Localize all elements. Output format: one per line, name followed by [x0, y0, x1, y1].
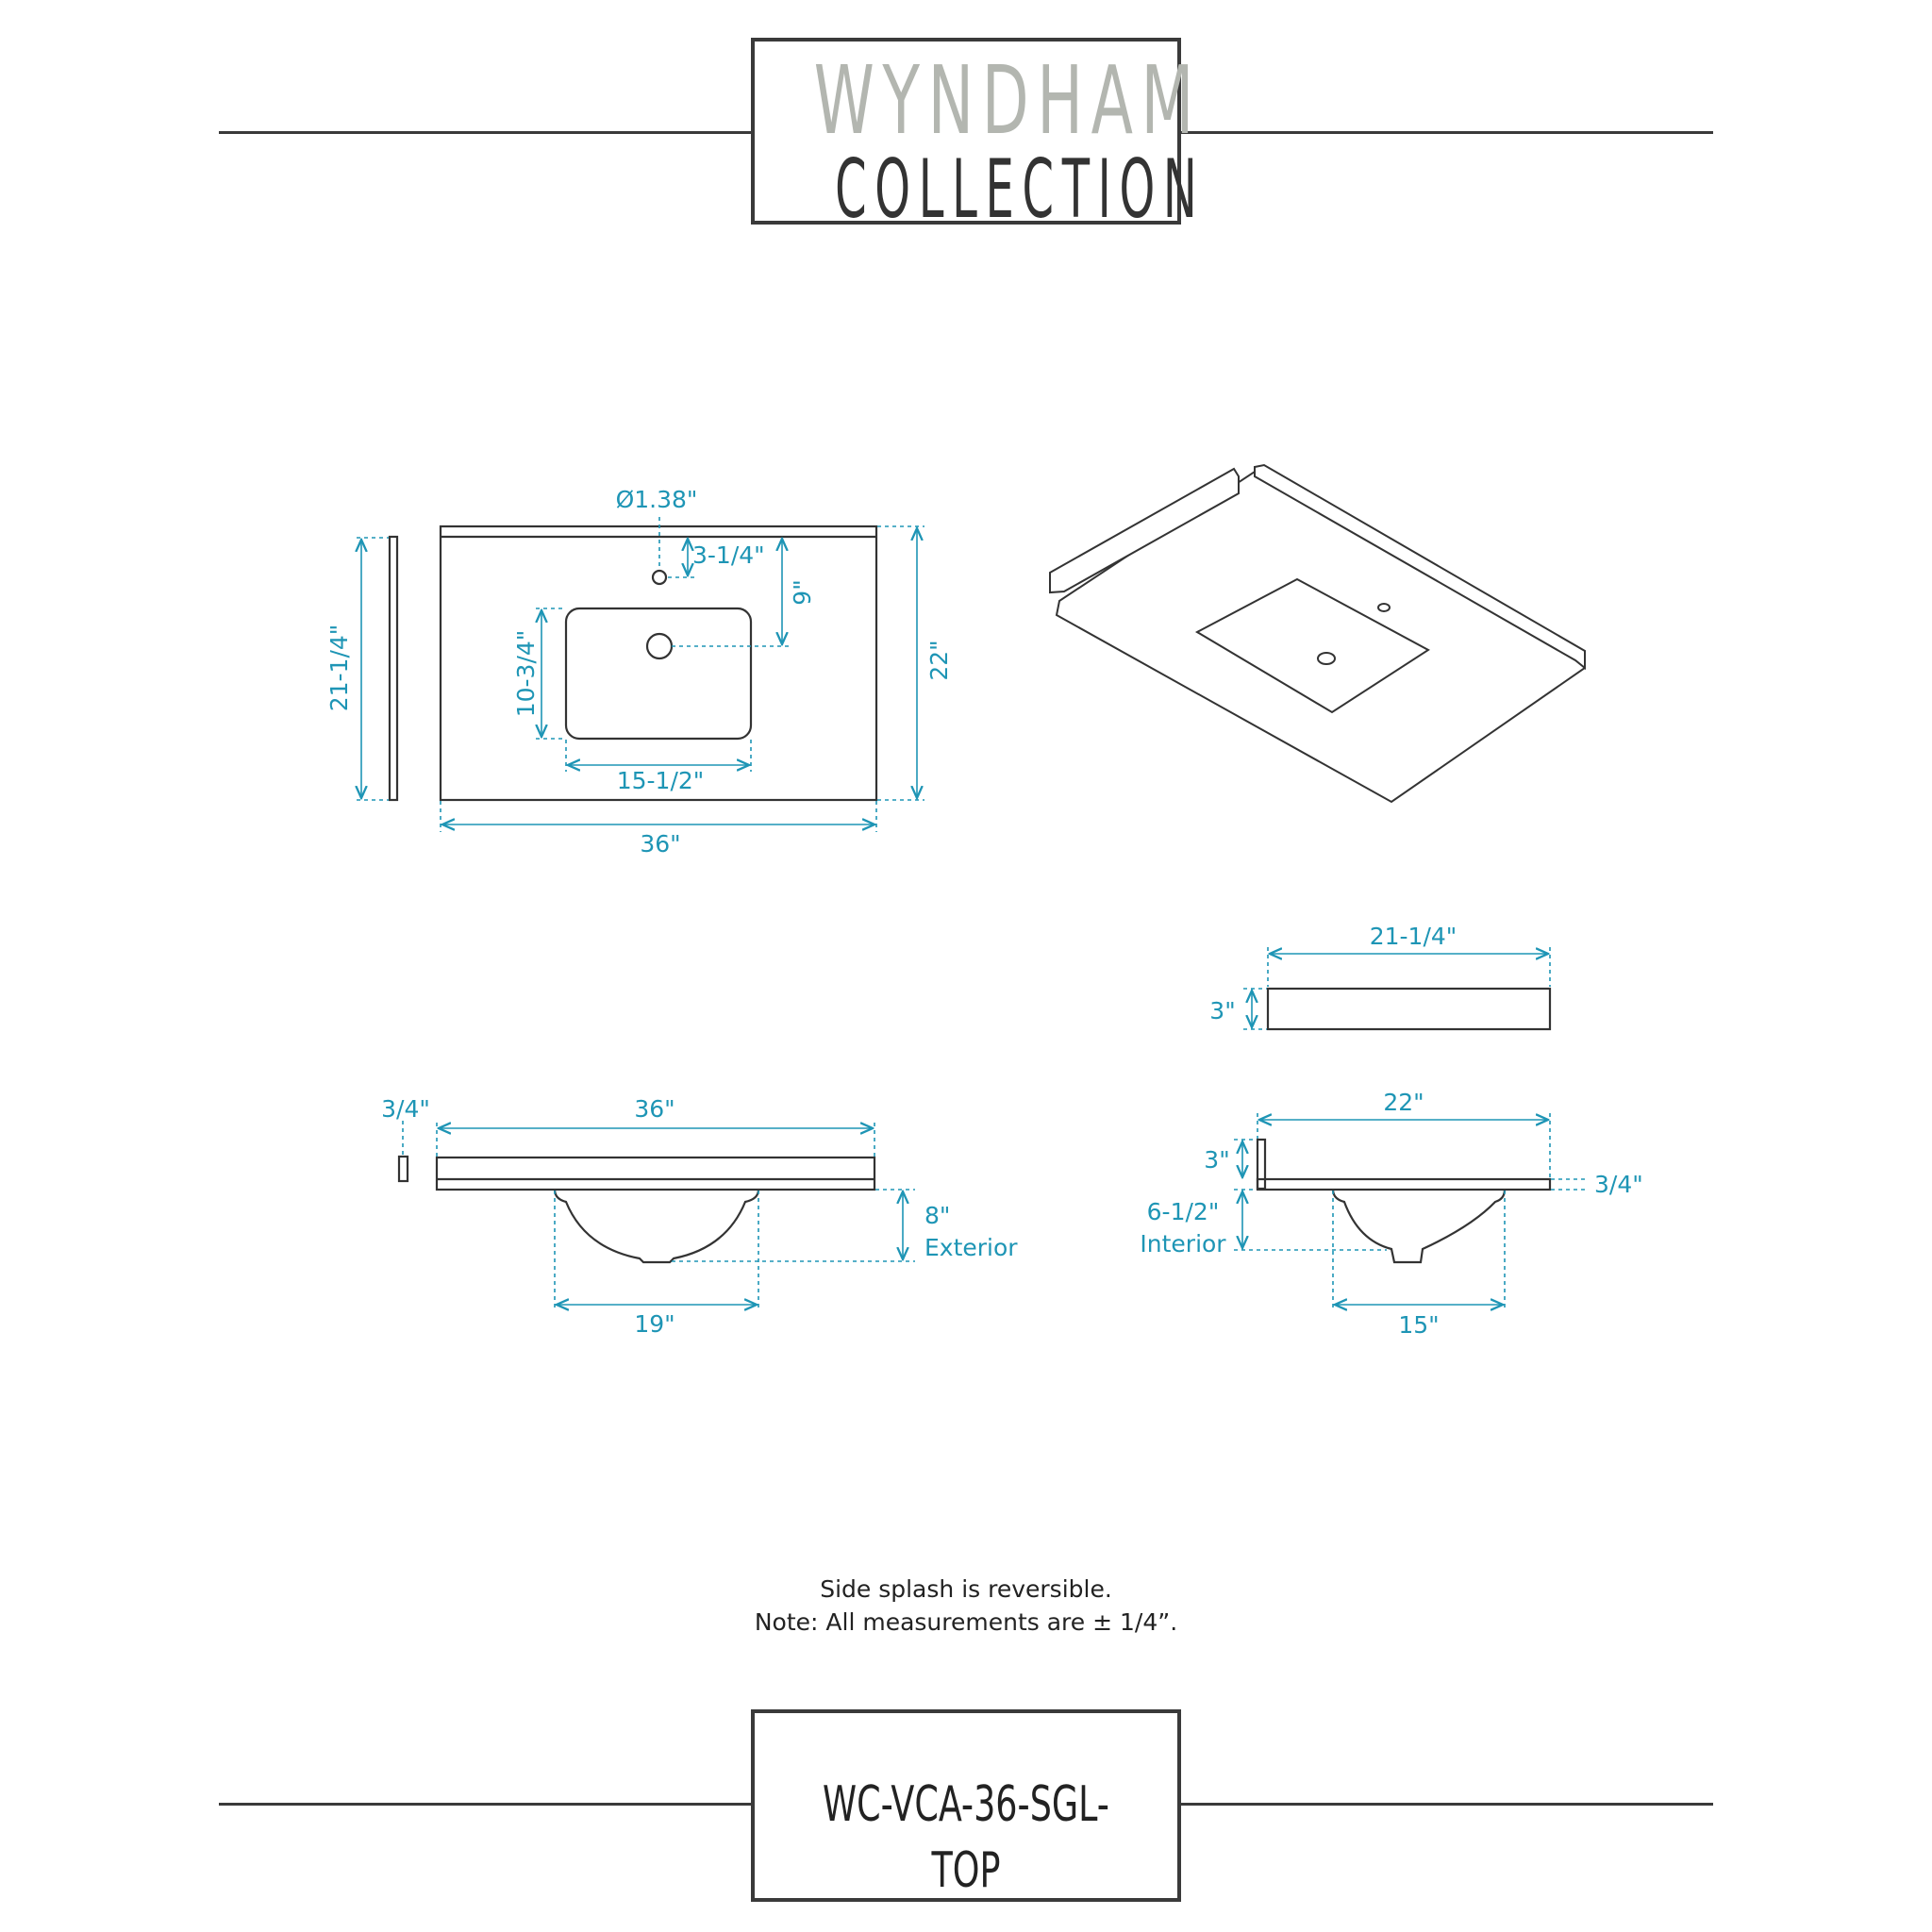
dim-exterior-label: Exterior [924, 1234, 1018, 1261]
drain-hole [645, 632, 674, 660]
dim-sink-width: 15-1/2" [617, 767, 705, 794]
dim-side-thickness: 3/4" [1594, 1171, 1643, 1198]
brand-logo: WYNDHAM COLLECTION [751, 38, 1197, 232]
dim-front-width: 36" [634, 1095, 675, 1123]
iso-backsplash [1254, 463, 1586, 671]
dim-front-thickness: 3/4" [381, 1095, 430, 1123]
isometric-view [1049, 463, 1586, 804]
header-rule-left [219, 131, 751, 134]
side-view [1256, 1138, 1552, 1264]
side-splash-strip [388, 535, 399, 802]
model-number-box: WC-VCA-36-SGL-TOP [751, 1709, 1181, 1902]
iso-sink [1194, 577, 1430, 714]
side-view-dimension-lines [1234, 1113, 1589, 1311]
dim-splash-length: 21-1/4" [1370, 923, 1457, 950]
model-number: WC-VCA-36-SGL-TOP [823, 1776, 1109, 1899]
dim-side-backsplash-height: 3" [1204, 1146, 1229, 1174]
dim-interior-label: Interior [1140, 1230, 1226, 1257]
dim-exterior-height: 8" [924, 1202, 950, 1229]
top-view [388, 525, 878, 802]
side-countertop [1256, 1177, 1552, 1191]
dim-hole-setback: 3-1/4" [692, 541, 765, 569]
dim-hole-diameter: Ø1.38" [616, 486, 698, 513]
dim-side-splash-length: 21-1/4" [325, 625, 353, 712]
sink-outline [564, 607, 753, 741]
faucet-hole [651, 569, 668, 586]
note-tolerance: Note: All measurements are ± 1/4”. [754, 1608, 1178, 1636]
iso-countertop [1055, 470, 1586, 804]
side-splash-dimension-lines [1243, 947, 1551, 1030]
dim-splash-height: 3" [1209, 997, 1235, 1024]
dim-overall-width: 36" [640, 830, 680, 858]
front-view-dimension-lines [402, 1121, 915, 1311]
dim-hole-to-drain: 9" [789, 579, 816, 605]
dim-sink-depth: 10-3/4" [512, 630, 540, 718]
dim-side-basin-width: 15" [1398, 1311, 1439, 1339]
header-rule-right [1181, 131, 1713, 134]
note-reversible: Side splash is reversible. [820, 1575, 1112, 1603]
dim-interior-depth: 6-1/2" [1147, 1198, 1220, 1225]
footer-rule-left [219, 1803, 751, 1806]
side-backsplash [1256, 1138, 1267, 1191]
front-thickness-swatch [397, 1155, 409, 1183]
top-view-dimension-lines [357, 517, 924, 832]
front-view [397, 1155, 876, 1264]
iso-drain [1317, 652, 1336, 665]
countertop-outline [439, 525, 878, 802]
footer-rule-right [1181, 1803, 1713, 1806]
dim-side-depth: 22" [1383, 1089, 1424, 1116]
side-splash-view [1266, 987, 1552, 1031]
front-basin [553, 1189, 760, 1264]
iso-faucet-hole [1377, 603, 1391, 612]
front-countertop [435, 1156, 876, 1191]
side-basin [1331, 1189, 1507, 1264]
dim-overall-depth: 22" [925, 640, 953, 680]
dim-front-basin-width: 19" [634, 1310, 675, 1338]
iso-sidesplash [1049, 467, 1240, 594]
side-splash-rect [1266, 987, 1552, 1031]
